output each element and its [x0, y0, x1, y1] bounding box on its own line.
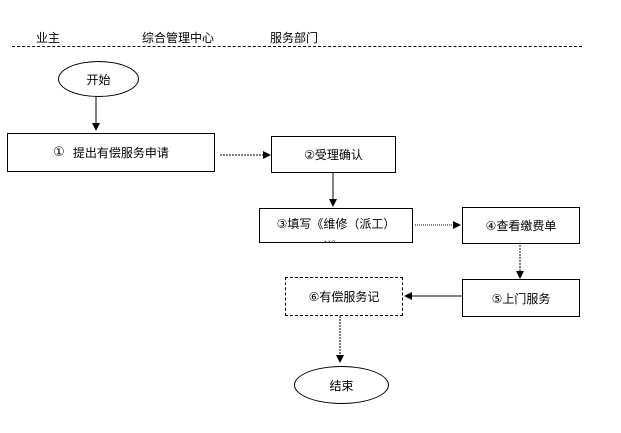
step1-number: ①: [53, 145, 65, 160]
step1-label: 提出有偿服务申请: [72, 146, 169, 160]
end-label: 结束: [329, 378, 354, 393]
step3-label: ③填写《维修（派工）: [276, 217, 396, 231]
step5-onsite-service: ⑤上门服务: [462, 279, 580, 317]
step3-fill-form: ③填写《维修（派工） 、、。: [259, 208, 413, 243]
step6-label: ⑥有偿服务记: [308, 290, 380, 304]
lane-label-owner: 业主: [36, 31, 61, 45]
start-node: 开始: [58, 61, 139, 97]
step3-overflow-text: 、、。: [324, 235, 340, 243]
step2-label: ②受理确认: [304, 148, 363, 162]
lane-label-management-center: 综合管理中心: [142, 31, 215, 45]
start-label: 开始: [86, 72, 111, 87]
step5-label: ⑤上门服务: [491, 291, 551, 306]
step2-accept-confirm: ②受理确认: [271, 136, 396, 173]
step6-paid-service-record: ⑥有偿服务记: [285, 277, 403, 316]
lane-header-divider: [12, 46, 582, 47]
lane-label-service-department: 服务部门: [270, 31, 319, 45]
step1-submit-request: ① 提出有偿服务申请: [7, 133, 215, 172]
step4-label: ④查看缴费单: [485, 219, 557, 233]
step4-check-payment: ④查看缴费单: [462, 207, 580, 244]
end-node: 结束: [294, 366, 389, 404]
